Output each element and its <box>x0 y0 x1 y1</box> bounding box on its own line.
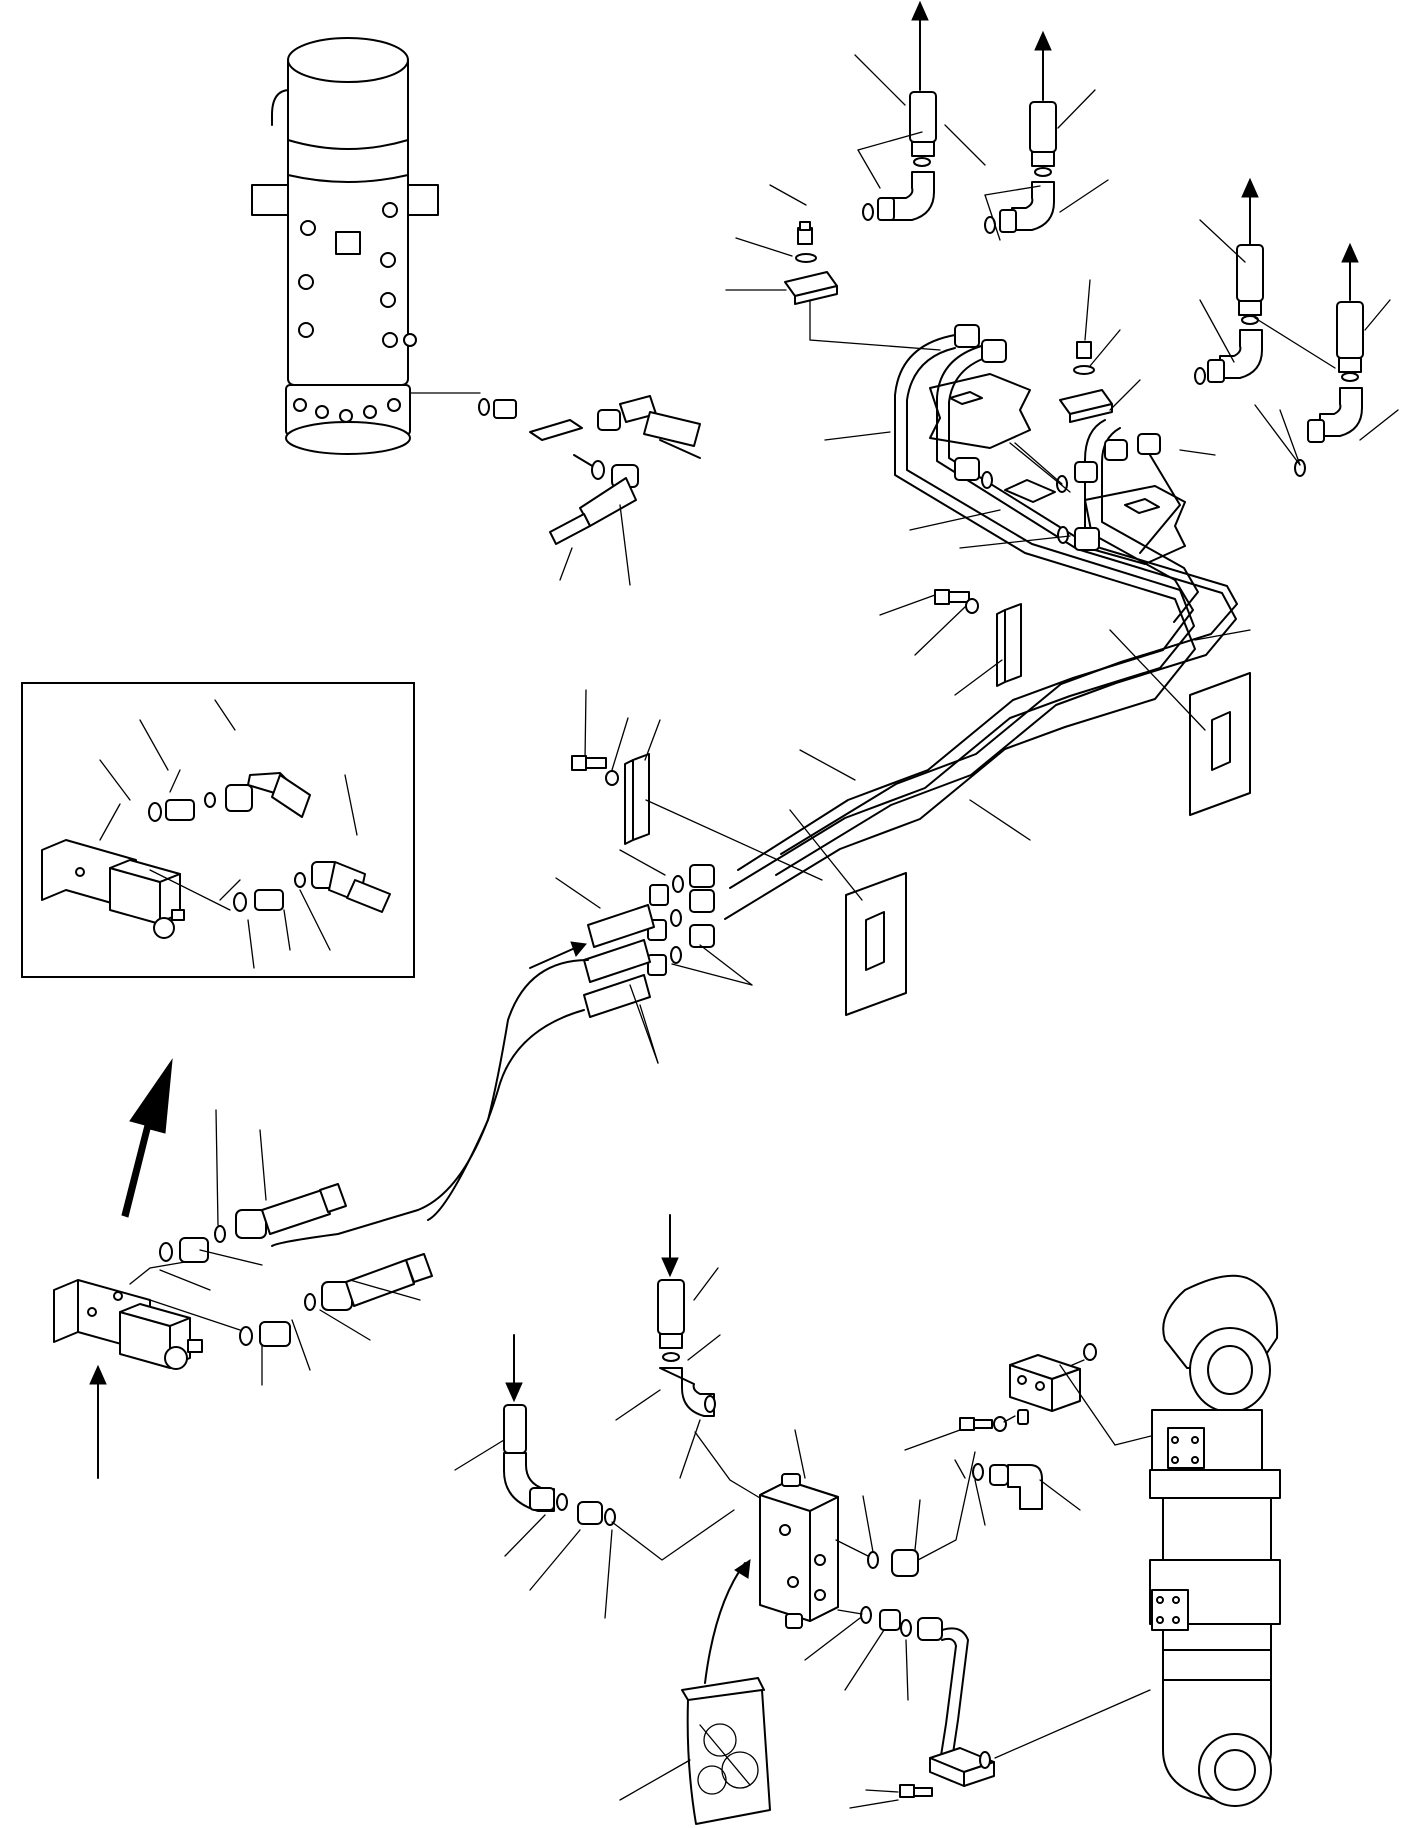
cylinder-top-bracket <box>904 1343 1176 1526</box>
inset-solenoid-valve <box>41 839 185 939</box>
safety-valve-lines <box>454 1214 735 1619</box>
warning-decal-icon <box>619 1558 771 1825</box>
arrow-icon <box>661 1214 679 1278</box>
hydraulic-pipe-bundle <box>724 324 1251 920</box>
arrow-icon <box>1341 242 1359 301</box>
solenoid-hoses <box>129 1109 433 1386</box>
pipe-clamp-section-views <box>789 373 1251 1016</box>
arrow-icon <box>529 941 587 969</box>
arrow-icon <box>505 1334 523 1403</box>
pipe-clamps-top <box>725 184 1141 423</box>
solenoid-valve <box>53 1279 203 1479</box>
inset-solenoid-detail <box>21 682 415 978</box>
arrow-icon <box>1241 177 1259 246</box>
swivel-fittings <box>409 392 701 586</box>
arrow-icon <box>911 0 929 91</box>
arrow-icon <box>89 1364 107 1479</box>
safety-valve-fittings <box>804 1451 1151 1809</box>
lower-pipe-ends <box>271 849 753 1247</box>
upper-hose-ends <box>854 0 1399 477</box>
swivel-joint <box>251 37 439 455</box>
safety-valve-block <box>694 1429 839 1629</box>
boom-cylinder <box>1149 1274 1281 1807</box>
front-direction-icon <box>121 1058 173 1218</box>
pipe-clamps-middle <box>571 589 1022 881</box>
arrow-icon <box>1034 30 1052 101</box>
